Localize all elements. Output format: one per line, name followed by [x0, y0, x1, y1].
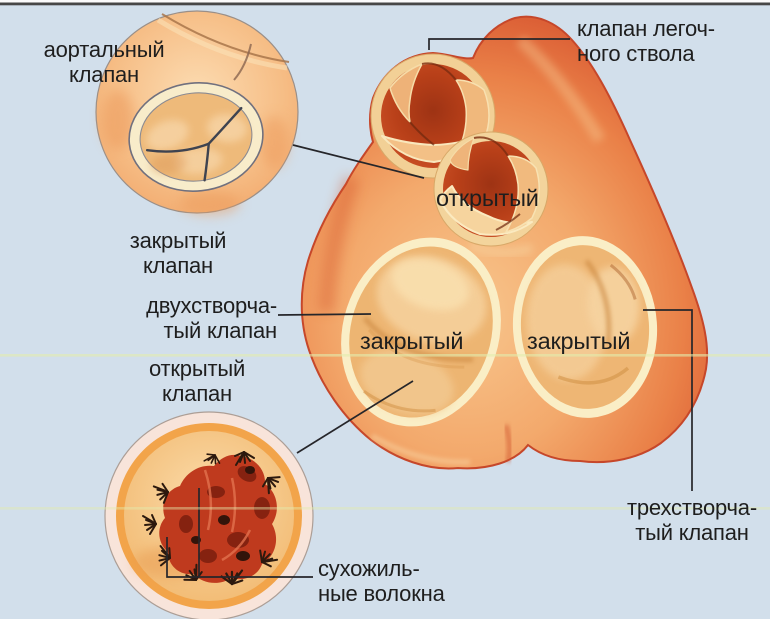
open-valve-leaflets: [159, 454, 277, 583]
top-white-strip: [0, 0, 770, 3]
top-border-line: [0, 2, 770, 6]
aorta-wall-seam: [161, 13, 290, 63]
leader-tricuspid-valve: [643, 309, 693, 491]
aortic-open-state-label: открытый: [436, 185, 539, 211]
leader-bicuspid-valve: [277, 313, 372, 316]
tricuspid-valve-label: трехстворча- тый клапан: [608, 495, 770, 545]
scan-line-upper: [0, 354, 770, 357]
tricuspid-closed-state-label: закрытый: [527, 328, 631, 354]
open-valve-caption: открытый клапан: [123, 356, 271, 406]
open-valve-caption-line1: открытый: [148, 356, 246, 381]
bicuspid-valve-label: двухстворча- тый клапан: [100, 293, 277, 343]
tricuspid-valve-label-line2: тый клапан: [635, 520, 749, 545]
leader-pulmonary-valve: [428, 38, 570, 50]
tricuspid-valve-illustration: [512, 236, 658, 418]
leader-tendinous-fibers-b: [166, 537, 313, 578]
open-valve-inset: [104, 411, 314, 619]
closed-valve-caption-line1: закрытый: [129, 228, 227, 253]
pulmonary-trunk-valve-label: клапан легоч- ного ствола: [577, 16, 767, 66]
pulmonary-valve-label-line1: клапан легоч-: [577, 16, 715, 41]
closed-valve-caption: закрытый клапан: [103, 228, 253, 278]
tendinous-fibers-label-line1: сухожиль-: [318, 556, 420, 581]
leader-lines: [166, 38, 693, 578]
valve-ridges: [203, 469, 252, 562]
open-valve-caption-line2: клапан: [161, 381, 233, 406]
tendinous-fibers-label-line2: ные волокна: [318, 581, 445, 606]
closed-aortic-valve-ring: [128, 82, 264, 192]
leaflet-seams: [145, 106, 243, 182]
bicuspid-valve-illustration: [341, 237, 501, 427]
valve-shadow-spots: [179, 466, 270, 563]
closed-valve-caption-line2: клапан: [142, 253, 214, 278]
pulmonary-valve-label-line2: ного ствола: [577, 41, 695, 66]
bicuspid-valve-label-line2: тый клапан: [163, 318, 277, 343]
tendinous-fibers-label: сухожиль- ные волокна: [318, 556, 488, 606]
aortic-valve-label-line2: клапан: [68, 62, 140, 87]
leader-valve-to-inset: [296, 380, 414, 454]
tricuspid-valve-label-line1: трехстворча-: [627, 495, 757, 520]
bicuspid-closed-state-label: закрытый: [360, 328, 464, 354]
bicuspid-valve-label-line1: двухстворча-: [146, 293, 277, 318]
aortic-valve-inset: [95, 10, 299, 215]
aortic-valve-label: аортальный клапан: [28, 37, 180, 87]
aortic-valve-illustration: [433, 131, 549, 247]
leader-inset-to-aortic-valve: [292, 144, 425, 179]
aortic-valve-label-line1: аортальный: [43, 37, 165, 62]
scan-line-lower: [0, 507, 770, 510]
